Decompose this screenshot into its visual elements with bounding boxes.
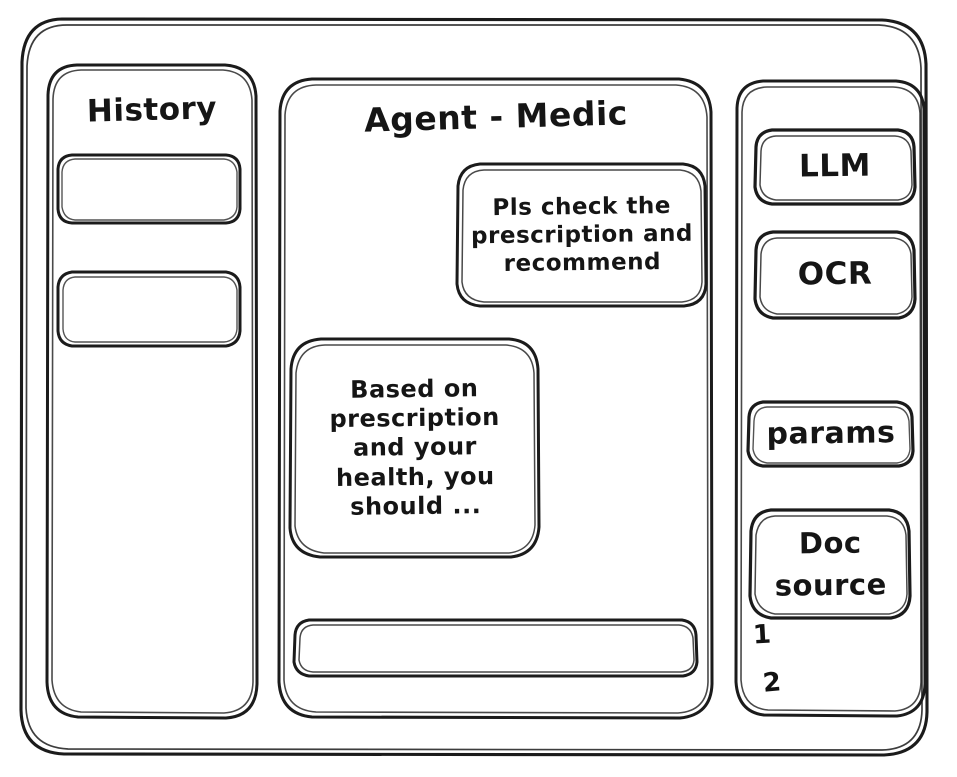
history-panel-title: History <box>86 90 218 130</box>
message-input-value[interactable] <box>291 614 702 681</box>
doc-source-marker-1[interactable]: 1 <box>752 619 773 651</box>
doc-source-marker-2[interactable]: 2 <box>761 667 783 699</box>
user-message-bubble: Pls check the prescription and recommend <box>454 161 710 309</box>
tool-button-ocr-label: OCR <box>797 255 873 293</box>
history-list-item[interactable] <box>55 269 243 349</box>
agent-message-text: Based on prescription and your health, y… <box>329 374 500 521</box>
tool-button-doc-source[interactable]: Doc source <box>747 507 914 621</box>
history-list-item-label <box>55 268 244 350</box>
message-input[interactable] <box>291 617 701 679</box>
user-message-text: Pls check the prescription and recommend <box>470 192 694 277</box>
tool-button-params-label: params <box>766 414 896 452</box>
tool-button-llm[interactable]: LLM <box>752 127 918 207</box>
tool-button-params[interactable]: params <box>745 399 917 469</box>
tool-button-ocr[interactable]: OCR <box>752 229 918 321</box>
history-list-item[interactable] <box>55 152 243 226</box>
tool-button-doc-source-label: Doc source <box>774 525 887 603</box>
agent-message-bubble: Based on prescription and your health, y… <box>287 336 543 560</box>
tool-button-llm-label: LLM <box>798 147 872 185</box>
history-list-item-label <box>55 151 244 227</box>
